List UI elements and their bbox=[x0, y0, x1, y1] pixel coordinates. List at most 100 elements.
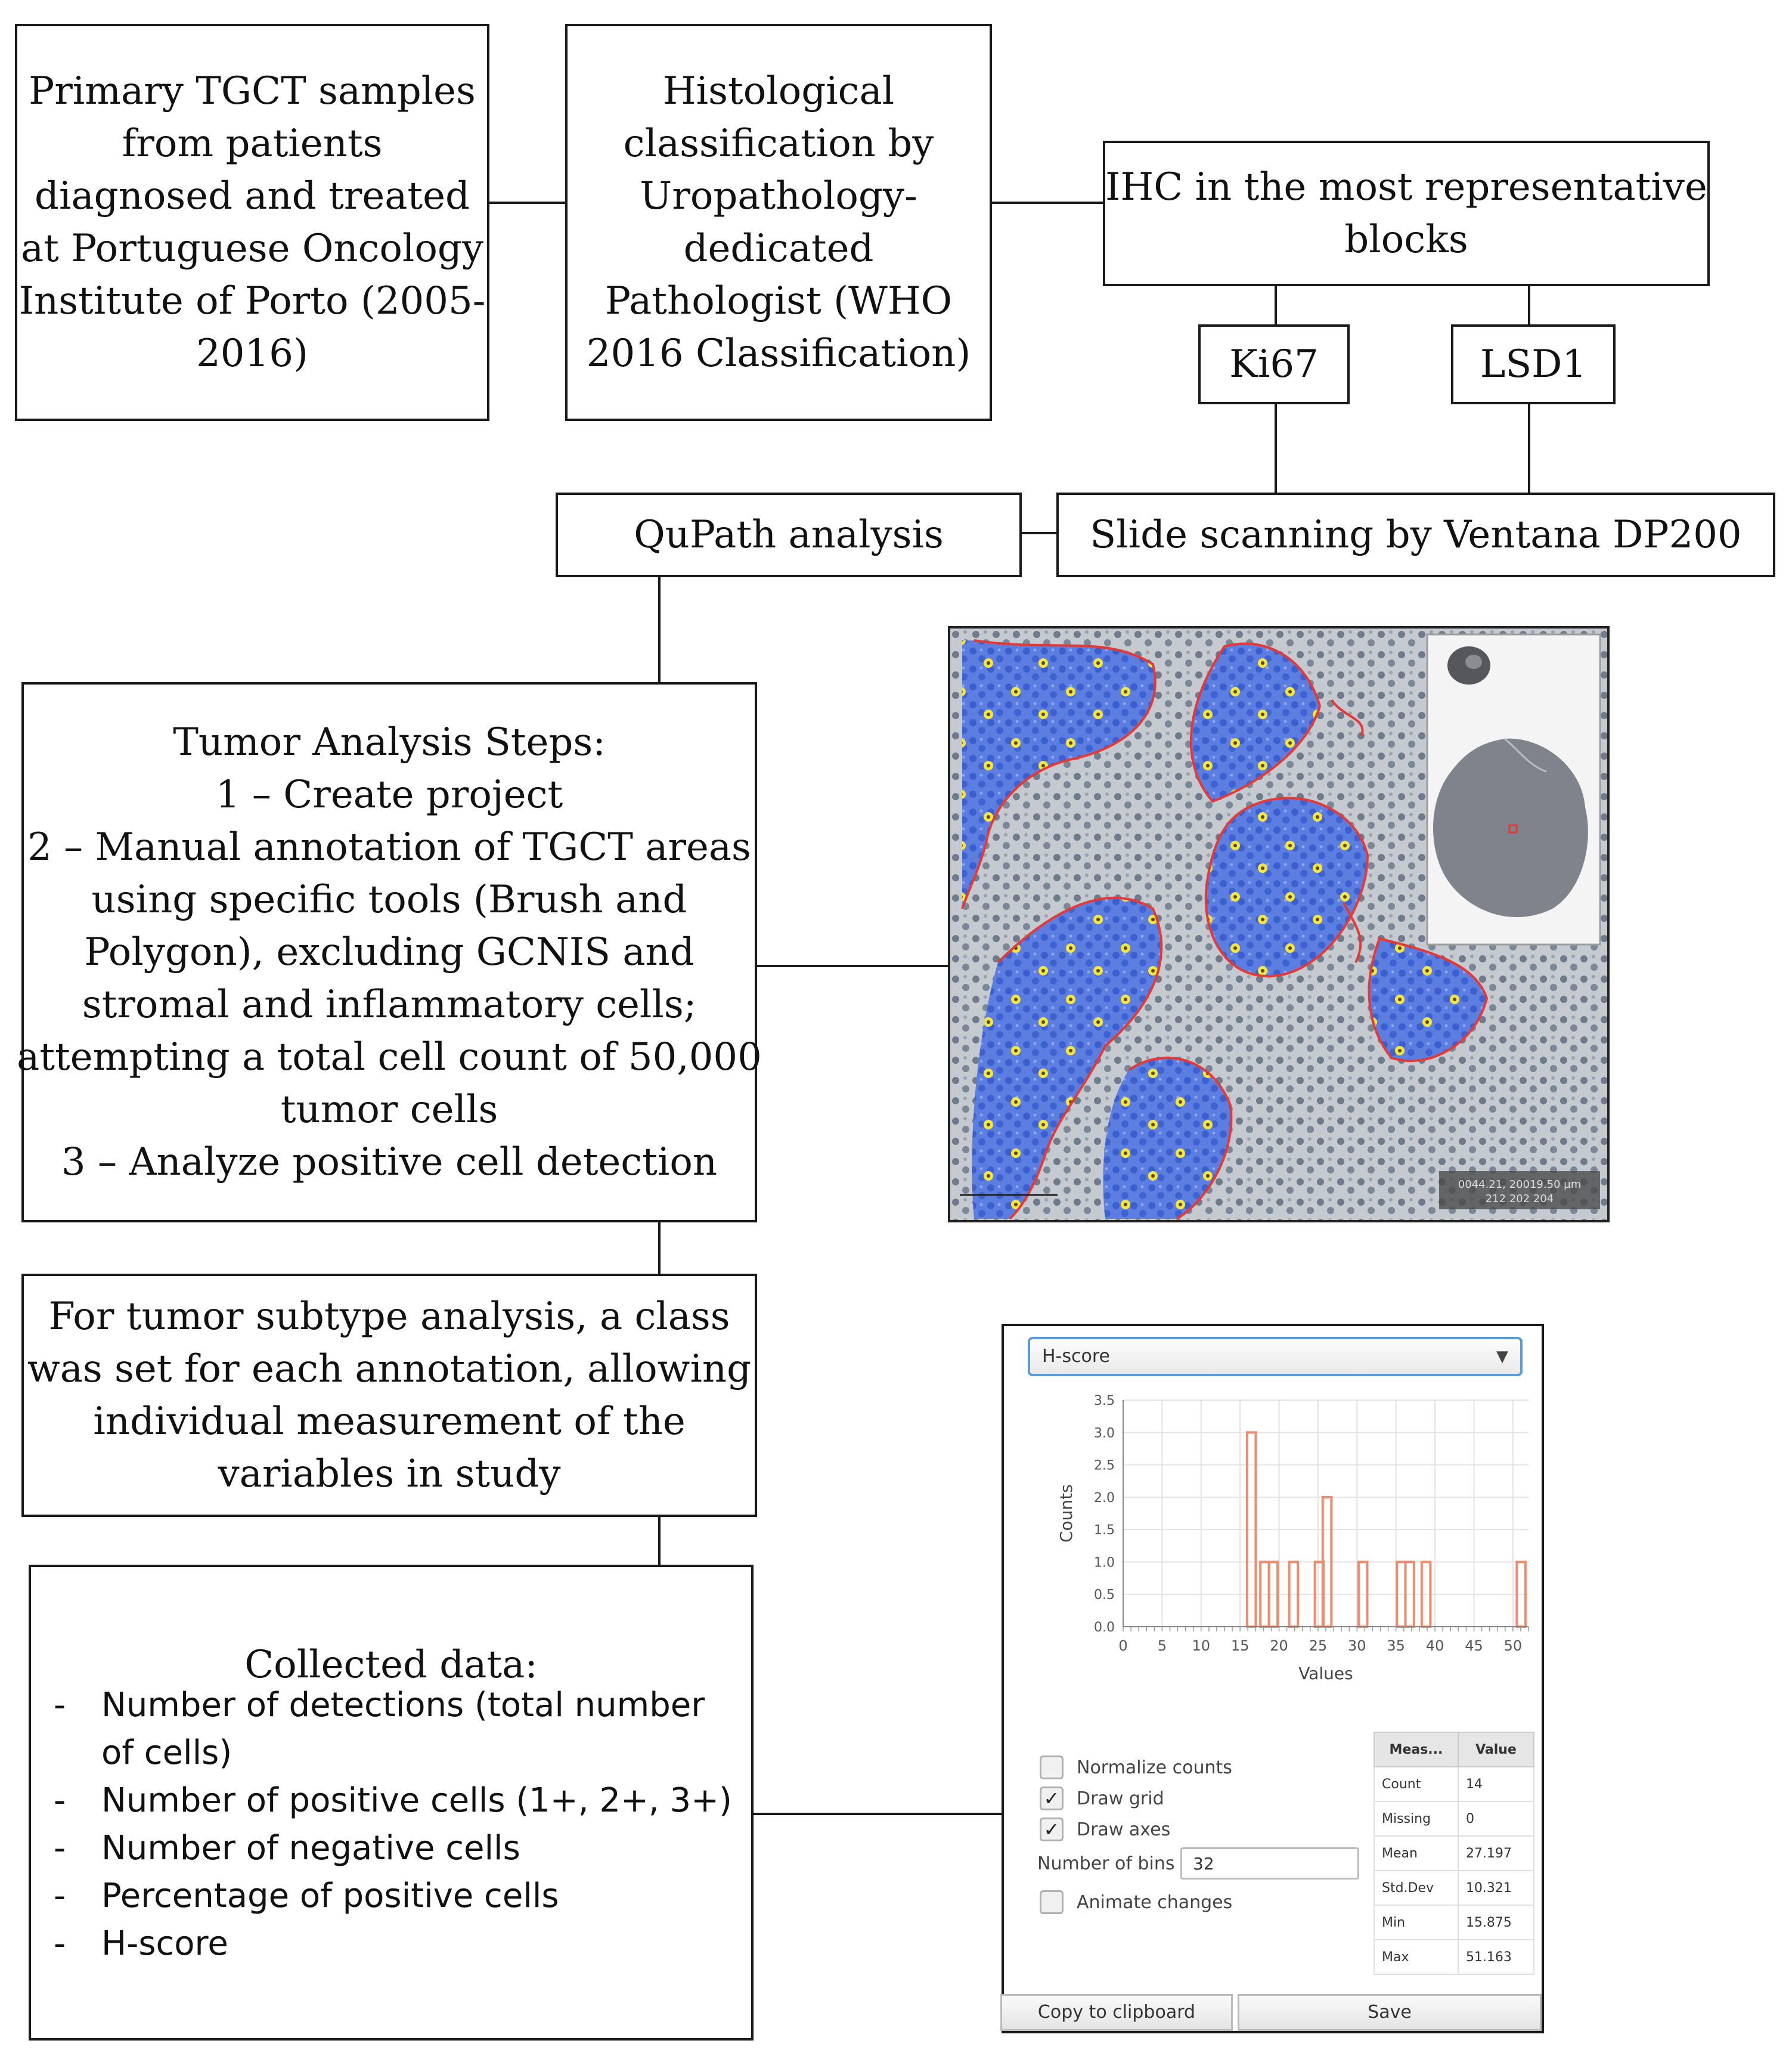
normalize-counts-option[interactable]: Normalize counts bbox=[1040, 1755, 1232, 1779]
stats-header-value[interactable]: Value bbox=[1457, 1732, 1535, 1767]
bullet-dash: - bbox=[54, 1686, 66, 1724]
histological-line: Pathologist (WHO bbox=[604, 279, 953, 323]
connector-qupath-steps bbox=[658, 576, 661, 683]
thumbnail-inset bbox=[1426, 633, 1601, 946]
stats-header-measure[interactable]: Meas... bbox=[1374, 1732, 1459, 1767]
slide-scanning-box: Slide scanning by Ventana DP200 bbox=[1056, 493, 1775, 577]
connector-collected-histogram bbox=[752, 1813, 1004, 1815]
lsd1-label: LSD1 bbox=[1480, 342, 1587, 386]
stats-header-row: Meas... Value bbox=[1374, 1732, 1535, 1767]
animate-changes-label: Animate changes bbox=[1077, 1891, 1233, 1913]
connector-lsd1-scanning bbox=[1528, 403, 1530, 493]
stats-value-cell: 10.321 bbox=[1457, 1870, 1535, 1906]
list-item: - Percentage of positive cells bbox=[30, 1872, 745, 1920]
steps-line: tumor cells bbox=[280, 1088, 498, 1132]
check-icon: ✓ bbox=[1043, 1787, 1060, 1810]
qupath-label: QuPath analysis bbox=[634, 513, 944, 557]
save-button[interactable]: Save bbox=[1238, 1994, 1542, 2031]
x-tick-label: 30 bbox=[1348, 1637, 1366, 1654]
stats-measure-cell: Count bbox=[1374, 1766, 1459, 1802]
bullet-dash: - bbox=[54, 1924, 66, 1963]
tgct-samples-line: Institute of Porto (2005- bbox=[18, 279, 486, 323]
tgct-samples-box: Primary TGCT samples from patients diagn… bbox=[15, 24, 489, 421]
draw-grid-option[interactable]: ✓ Draw grid bbox=[1040, 1786, 1164, 1810]
qupath-analysis-box: QuPath analysis bbox=[556, 493, 1022, 577]
subtype-line: For tumor subtype analysis, a class bbox=[48, 1295, 730, 1339]
bullet-dash: - bbox=[54, 1829, 66, 1868]
animate-changes-checkbox[interactable] bbox=[1040, 1890, 1064, 1914]
y-tick-label: 1.5 bbox=[1094, 1523, 1115, 1538]
steps-line: stromal and inflammatory cells; bbox=[82, 983, 697, 1027]
animate-changes-option[interactable]: Animate changes bbox=[1040, 1890, 1232, 1914]
stats-measure-cell: Std.Dev bbox=[1374, 1870, 1459, 1906]
stats-measure-cell: Max bbox=[1374, 1939, 1459, 1975]
bullet-dash: - bbox=[54, 1877, 66, 1915]
x-tick-label: 40 bbox=[1426, 1637, 1444, 1654]
connector-samples-histology bbox=[487, 202, 566, 204]
histological-line: 2016 Classification) bbox=[586, 332, 971, 376]
measurement-dropdown[interactable]: H-score ▼ bbox=[1028, 1337, 1523, 1376]
ki67-box: Ki67 bbox=[1198, 324, 1350, 404]
number-of-bins-input[interactable]: 32 bbox=[1180, 1847, 1359, 1880]
micrograph-image: 0044.21, 20019.50 µm 212 202 204 bbox=[950, 628, 1607, 1220]
steps-line: 3 – Analyze positive cell detection bbox=[61, 1140, 718, 1184]
steps-line: attempting a total cell count of 50,000 bbox=[17, 1035, 762, 1079]
histological-line: Uropathology- bbox=[640, 174, 917, 218]
histological-line: Histological bbox=[662, 69, 895, 113]
subtype-line: variables in study bbox=[218, 1452, 561, 1496]
stats-value-cell: 51.163 bbox=[1457, 1939, 1535, 1975]
histological-line: dedicated bbox=[683, 227, 874, 271]
x-tick-label: 35 bbox=[1387, 1637, 1405, 1654]
x-tick-label: 5 bbox=[1158, 1637, 1167, 1654]
connector-histology-ihc bbox=[991, 202, 1104, 204]
stats-measure-cell: Mean bbox=[1374, 1835, 1459, 1871]
list-item: - H-score bbox=[30, 1920, 745, 1968]
bullet-dash: - bbox=[54, 1781, 66, 1820]
draw-grid-label: Draw grid bbox=[1077, 1788, 1164, 1809]
list-item-text: of cells) bbox=[101, 1733, 232, 1772]
tumor-analysis-steps-box: Tumor Analysis Steps: 1 – Create project… bbox=[17, 682, 762, 1222]
connector-ihc-lsd1 bbox=[1528, 285, 1530, 326]
steps-line: Tumor Analysis Steps: bbox=[173, 720, 606, 764]
y-tick-label: 1.0 bbox=[1094, 1555, 1115, 1570]
connector-steps-micrograph bbox=[756, 965, 950, 967]
subtype-line: individual measurement of the bbox=[93, 1399, 686, 1444]
scale-bar: 0044.21, 20019.50 µm 212 202 204 bbox=[960, 1171, 1600, 1209]
copy-to-clipboard-button[interactable]: Copy to clipboard bbox=[1000, 1994, 1233, 2031]
scanning-label: Slide scanning by Ventana DP200 bbox=[1090, 513, 1742, 557]
number-of-bins-label: Number of bins bbox=[1037, 1853, 1175, 1874]
y-tick-label: 0.0 bbox=[1094, 1620, 1115, 1635]
steps-line: 2 – Manual annotation of TGCT areas bbox=[27, 825, 751, 869]
collected-data-box: Collected data: bbox=[29, 1565, 754, 2041]
steps-line: 1 – Create project bbox=[215, 773, 563, 817]
x-tick-label: 0 bbox=[1118, 1637, 1127, 1654]
tgct-samples-line: from patients bbox=[122, 122, 383, 166]
draw-axes-checkbox[interactable]: ✓ bbox=[1040, 1818, 1064, 1841]
list-item-text: Number of detections (total number bbox=[101, 1686, 705, 1724]
y-tick-label: 3.5 bbox=[1094, 1394, 1115, 1408]
normalize-counts-checkbox[interactable] bbox=[1040, 1755, 1064, 1779]
collected-title: Collected data: bbox=[244, 1643, 538, 1687]
stats-value-cell: 27.197 bbox=[1457, 1835, 1535, 1871]
list-item-text: Number of positive cells (1+, 2+, 3+) bbox=[101, 1781, 732, 1820]
draw-axes-option[interactable]: ✓ Draw axes bbox=[1040, 1818, 1170, 1841]
steps-line: Polygon), excluding GCNIS and bbox=[84, 930, 695, 974]
tgct-samples-line: Primary TGCT samples bbox=[29, 69, 476, 113]
draw-axes-label: Draw axes bbox=[1077, 1819, 1171, 1840]
connector-subtype-collected bbox=[658, 1516, 661, 1566]
list-item: - Number of negative cells bbox=[30, 1825, 745, 1872]
draw-grid-checkbox[interactable]: ✓ bbox=[1040, 1786, 1064, 1810]
tgct-samples-line: at Portuguese Oncology bbox=[20, 227, 484, 271]
histological-line: classification by bbox=[623, 122, 934, 166]
connector-steps-subtype bbox=[658, 1221, 661, 1276]
annotation-outlines bbox=[961, 639, 1489, 1220]
lsd1-box: LSD1 bbox=[1451, 324, 1616, 404]
connector-ki67-scanning bbox=[1275, 403, 1277, 493]
y-tick-label: 0.5 bbox=[1094, 1588, 1115, 1603]
y-tick-label: 2.0 bbox=[1094, 1491, 1115, 1506]
list-item-text: H-score bbox=[101, 1924, 228, 1963]
list-item-continuation: of cells) bbox=[30, 1729, 745, 1777]
